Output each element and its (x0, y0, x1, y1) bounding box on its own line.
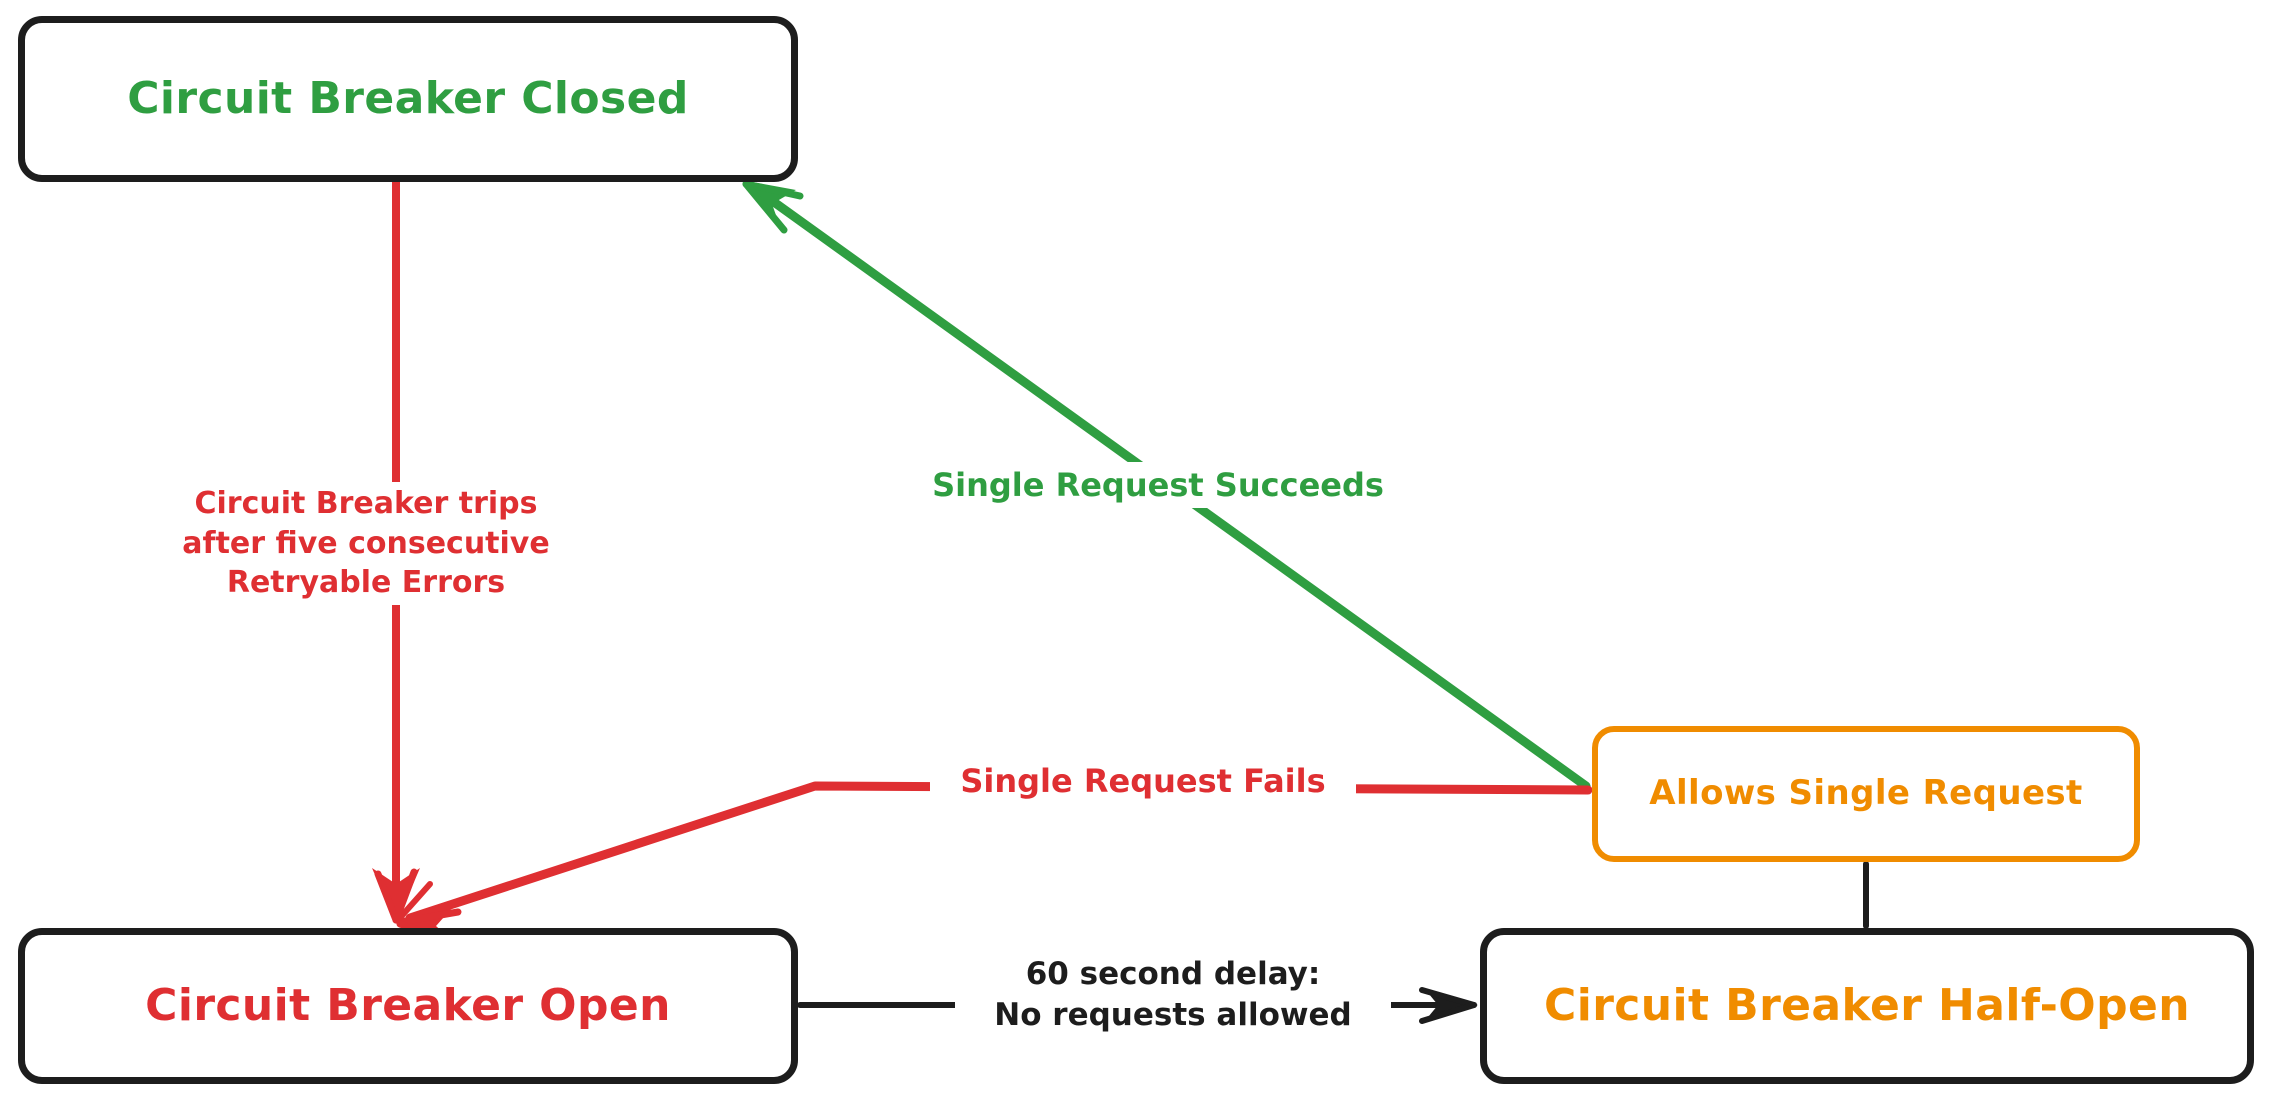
node-circuit-breaker-half-open[interactable]: Circuit Breaker Half-Open (1480, 928, 2254, 1084)
node-circuit-breaker-closed[interactable]: Circuit Breaker Closed (18, 16, 798, 182)
node-label-allows-single-request: Allows Single Request (1649, 773, 2083, 814)
node-label-half-open: Circuit Breaker Half-Open (1544, 979, 2190, 1031)
node-label-open: Circuit Breaker Open (145, 979, 671, 1031)
edge-label-trips: Circuit Breaker trips after five consecu… (148, 482, 584, 605)
node-allows-single-request[interactable]: Allows Single Request (1592, 726, 2140, 862)
edge-delay (797, 987, 1478, 1024)
edge-label-single-request-succeeds: Single Request Succeeds (900, 462, 1416, 509)
edge-fails (396, 781, 1593, 946)
node-label-closed: Circuit Breaker Closed (127, 72, 689, 124)
node-circuit-breaker-open[interactable]: Circuit Breaker Open (18, 928, 798, 1084)
edge-label-single-request-fails: Single Request Fails (930, 758, 1356, 805)
edge-label-sixty-second-delay: 60 second delay: No requests allowed (955, 952, 1391, 1038)
